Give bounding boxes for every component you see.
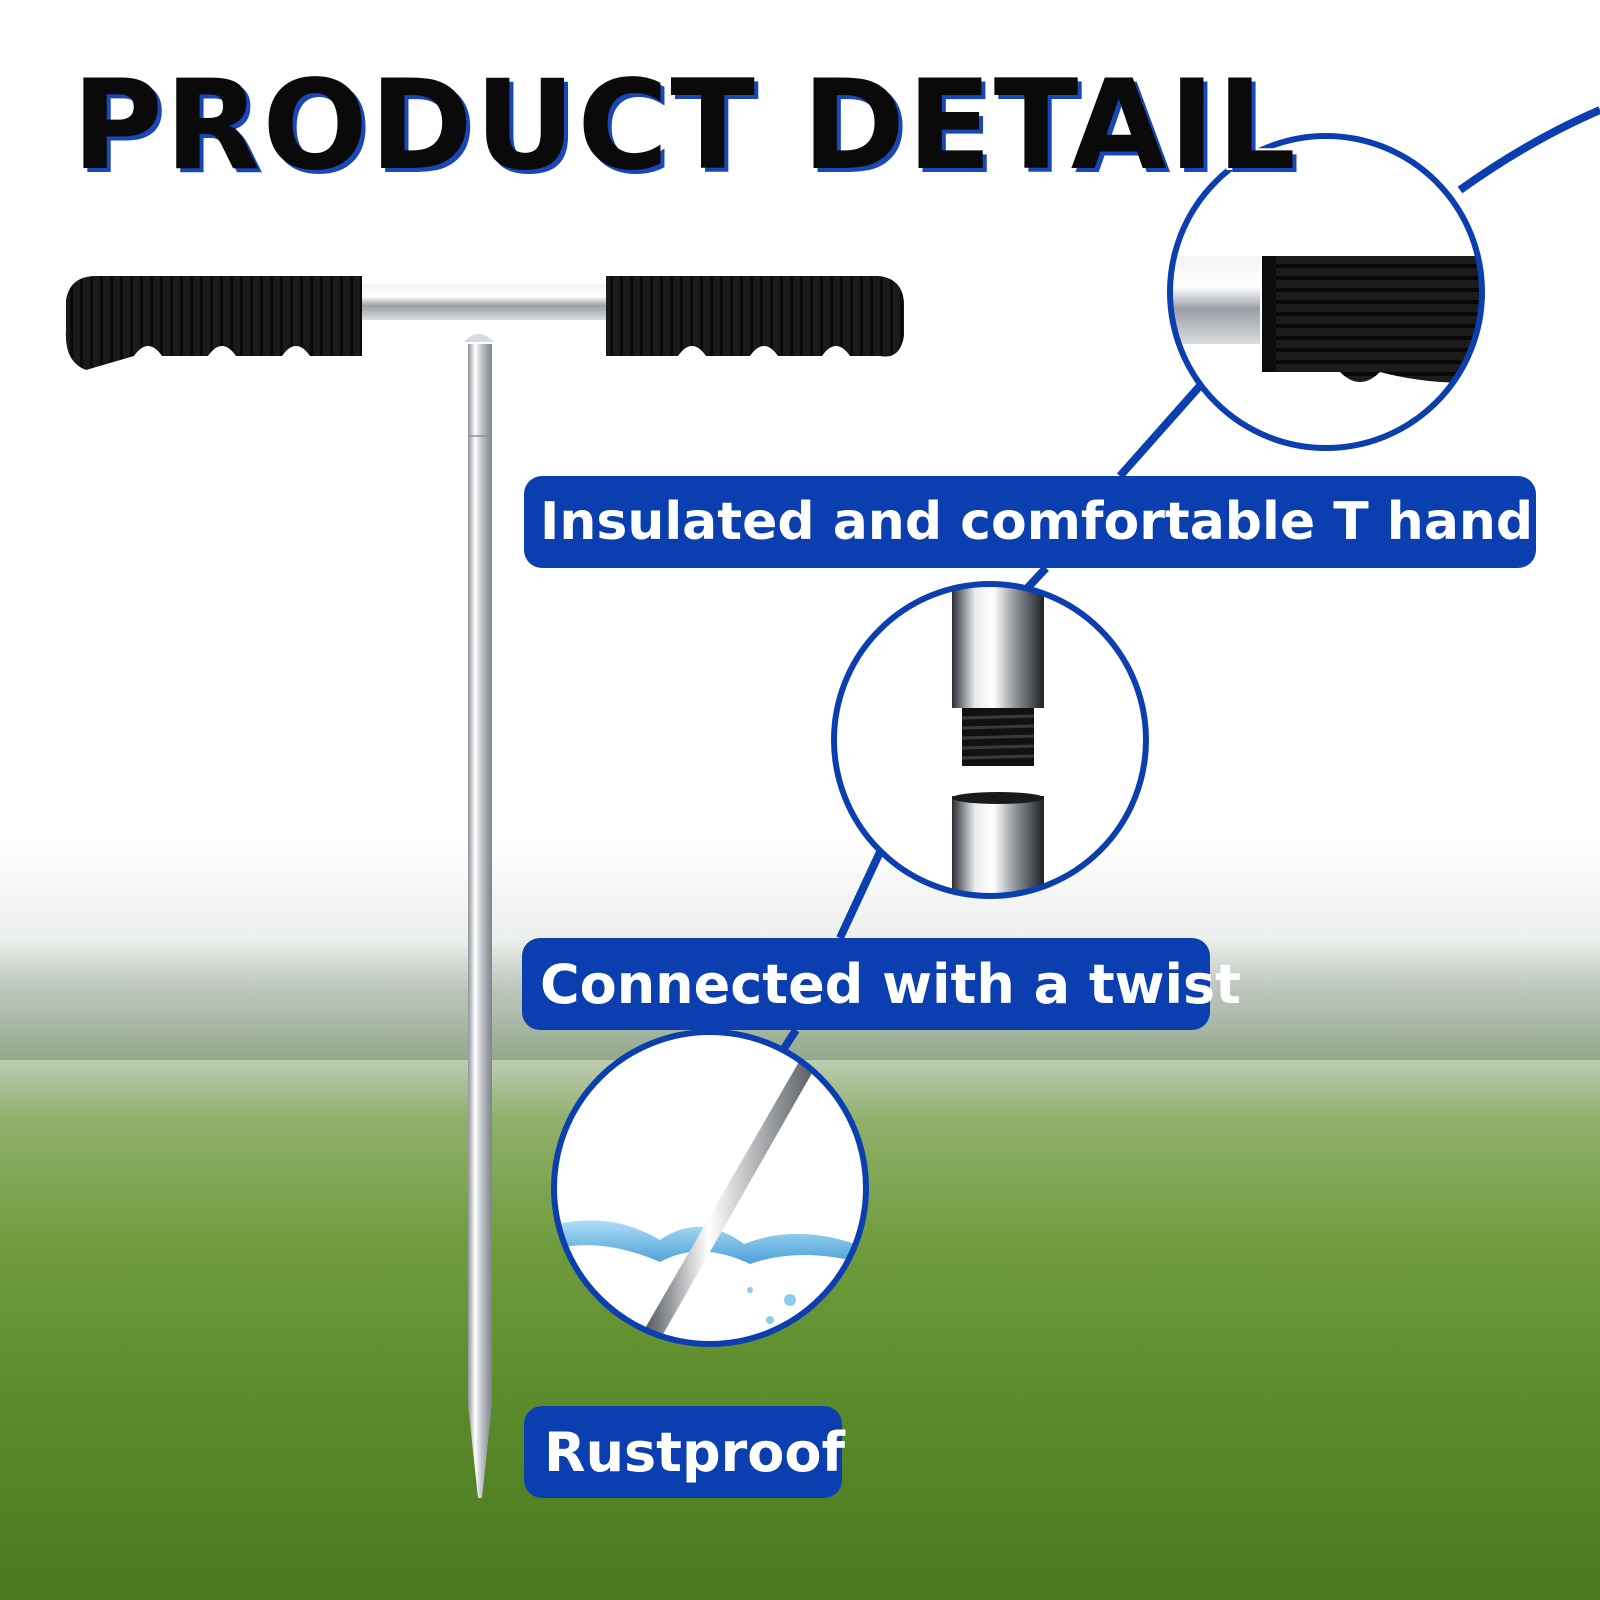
connector-line-top bbox=[1457, 106, 1600, 194]
connector-line-3 bbox=[836, 850, 884, 940]
feature-label-text: Rustproof bbox=[544, 1420, 845, 1484]
detail-circle-grip bbox=[1167, 133, 1485, 451]
t-handle-tool bbox=[65, 276, 904, 1498]
detail-circle-rustproof bbox=[551, 1029, 869, 1347]
crossbar bbox=[350, 284, 612, 320]
feature-label-twist: Connected with a twist bbox=[522, 938, 1241, 1030]
feature-label-t-handle: Insulated and comfortable T handle bbox=[524, 476, 1586, 568]
probe-rod bbox=[468, 344, 492, 1404]
feature-label-text: Insulated and comfortable T handle bbox=[540, 492, 1587, 552]
page-title: PRODUCT DETAIL bbox=[72, 54, 1298, 198]
detail-circle-thread bbox=[831, 581, 1149, 899]
feature-label-text: Connected with a twist bbox=[540, 952, 1241, 1016]
connector-line-1 bbox=[1117, 367, 1217, 479]
left-grip bbox=[65, 276, 363, 370]
probe-tip bbox=[468, 1404, 492, 1498]
right-grip bbox=[606, 276, 904, 357]
feature-label-rustproof: Rustproof bbox=[524, 1406, 845, 1498]
